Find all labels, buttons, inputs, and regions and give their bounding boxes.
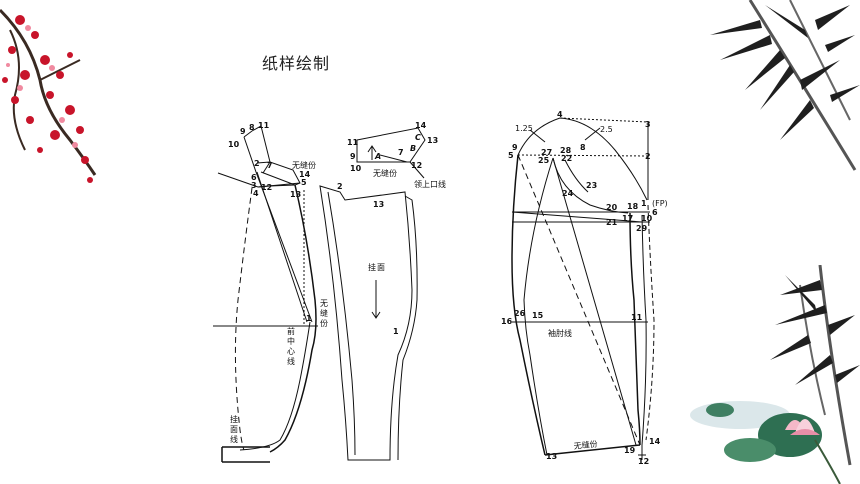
point-label: 2 bbox=[254, 159, 260, 168]
point-label: 18 bbox=[627, 202, 639, 211]
collar-letter-b: B bbox=[410, 144, 416, 153]
point-label: 8 bbox=[249, 123, 255, 132]
point-label: 1 bbox=[393, 327, 399, 336]
point-label: 7 bbox=[398, 148, 404, 157]
point-label: 1 bbox=[641, 199, 647, 208]
point-label: 11 bbox=[631, 313, 643, 322]
point-label: 13 bbox=[290, 190, 301, 199]
point-label: 10 bbox=[228, 140, 240, 149]
measurement-label: 2.5 bbox=[600, 125, 613, 134]
point-label: 5 bbox=[301, 178, 307, 187]
point-label: 3 bbox=[645, 120, 651, 129]
point-label: 20 bbox=[606, 203, 618, 212]
point-label: 4 bbox=[253, 189, 259, 198]
point-label: 3 bbox=[251, 181, 257, 190]
fp-label: (FP) bbox=[652, 199, 668, 208]
collar-letter-a: A bbox=[374, 152, 381, 161]
point-label: 7 bbox=[267, 161, 273, 170]
point-label: 9 bbox=[350, 152, 356, 161]
bamboo-lotus-decoration bbox=[690, 265, 860, 484]
facing-line-3: 线 bbox=[230, 434, 238, 444]
point-label: 22 bbox=[561, 154, 572, 163]
elbow-line-text: 袖肘线 bbox=[548, 328, 572, 338]
point-label: 11 bbox=[258, 121, 270, 130]
point-label: 5 bbox=[508, 151, 514, 160]
point-label: 14 bbox=[649, 437, 661, 446]
point-label: 13 bbox=[427, 136, 438, 145]
measurement-label: 1.25 bbox=[515, 124, 533, 133]
facing-text: 挂 bbox=[368, 262, 376, 272]
point-label: 16 bbox=[501, 317, 513, 326]
point-label: 2 bbox=[645, 152, 651, 161]
collar-pattern bbox=[356, 127, 426, 179]
point-label: 24 bbox=[562, 189, 574, 198]
point-label: 10 bbox=[350, 164, 362, 173]
bamboo-decoration-top bbox=[710, 0, 860, 171]
point-label: 21 bbox=[606, 218, 618, 227]
facing-text: 面 bbox=[377, 263, 385, 272]
point-label: 13 bbox=[373, 200, 384, 209]
point-label: 14 bbox=[415, 121, 427, 130]
no-seam-vertical-1: 无 bbox=[320, 299, 328, 308]
point-label: 17 bbox=[622, 214, 633, 223]
facing-pattern bbox=[319, 185, 418, 461]
point-label: 26 bbox=[514, 309, 526, 318]
point-label: 6 bbox=[251, 173, 257, 182]
plum-blossom-decoration bbox=[0, 8, 97, 183]
slide-title: 纸样绘制 bbox=[262, 54, 331, 73]
point-label: 27 bbox=[541, 148, 552, 157]
point-label: 14 bbox=[299, 170, 311, 179]
front-body-labels: 9 8 11 10 2 7 6 3 4 12 14 5 13 1 无缝份 无 缝… bbox=[228, 121, 328, 444]
point-label: 4 bbox=[557, 110, 563, 119]
collar-top-line-text: 领上口线 bbox=[414, 179, 446, 189]
front-body-pattern bbox=[213, 125, 318, 463]
point-label: 19 bbox=[624, 446, 636, 455]
point-label: 1 bbox=[306, 314, 312, 323]
point-label: 29 bbox=[636, 224, 648, 233]
no-seam-vertical-3: 份 bbox=[320, 318, 328, 328]
point-label: 25 bbox=[538, 156, 550, 165]
no-seam-text: 无缝份 bbox=[292, 160, 316, 170]
front-center-line-2: 中 bbox=[287, 336, 295, 346]
facing-labels: 2 13 1 挂 面 bbox=[337, 182, 399, 336]
point-label: 9 bbox=[240, 127, 246, 136]
sleeve-pattern bbox=[511, 117, 655, 460]
facing-line-1: 挂 bbox=[230, 414, 238, 424]
point-label: 28 bbox=[560, 146, 572, 155]
collar-labels: 11 14 9 10 12 13 7 A B C 无缝份 领上口线 bbox=[347, 121, 446, 189]
point-label: 8 bbox=[580, 143, 586, 152]
point-label: 15 bbox=[532, 311, 544, 320]
point-label: 11 bbox=[347, 138, 359, 147]
point-label: 2 bbox=[337, 182, 343, 191]
front-center-line-3: 心 bbox=[287, 347, 295, 356]
point-label: 23 bbox=[586, 181, 597, 190]
point-label: 12 bbox=[411, 161, 422, 170]
front-center-line-1: 前 bbox=[287, 326, 295, 336]
collar-no-seam-text: 无缝份 bbox=[373, 168, 397, 178]
point-label: 9 bbox=[512, 143, 518, 152]
point-label: 12 bbox=[261, 183, 272, 192]
facing-line-2: 面 bbox=[230, 425, 238, 434]
sleeve-labels: 4 3 9 5 2 1 27 28 25 22 8 23 24 20 21 18… bbox=[501, 110, 668, 466]
point-label: 6 bbox=[652, 208, 658, 217]
point-label: 13 bbox=[546, 452, 557, 461]
sleeve-no-seam-text: 无缝份 bbox=[573, 439, 598, 451]
point-label: 12 bbox=[638, 457, 649, 466]
front-center-line-4: 线 bbox=[287, 356, 295, 366]
no-seam-vertical-2: 缝 bbox=[320, 308, 328, 318]
point-label: 10 bbox=[641, 214, 653, 223]
collar-letter-c: C bbox=[415, 133, 421, 142]
